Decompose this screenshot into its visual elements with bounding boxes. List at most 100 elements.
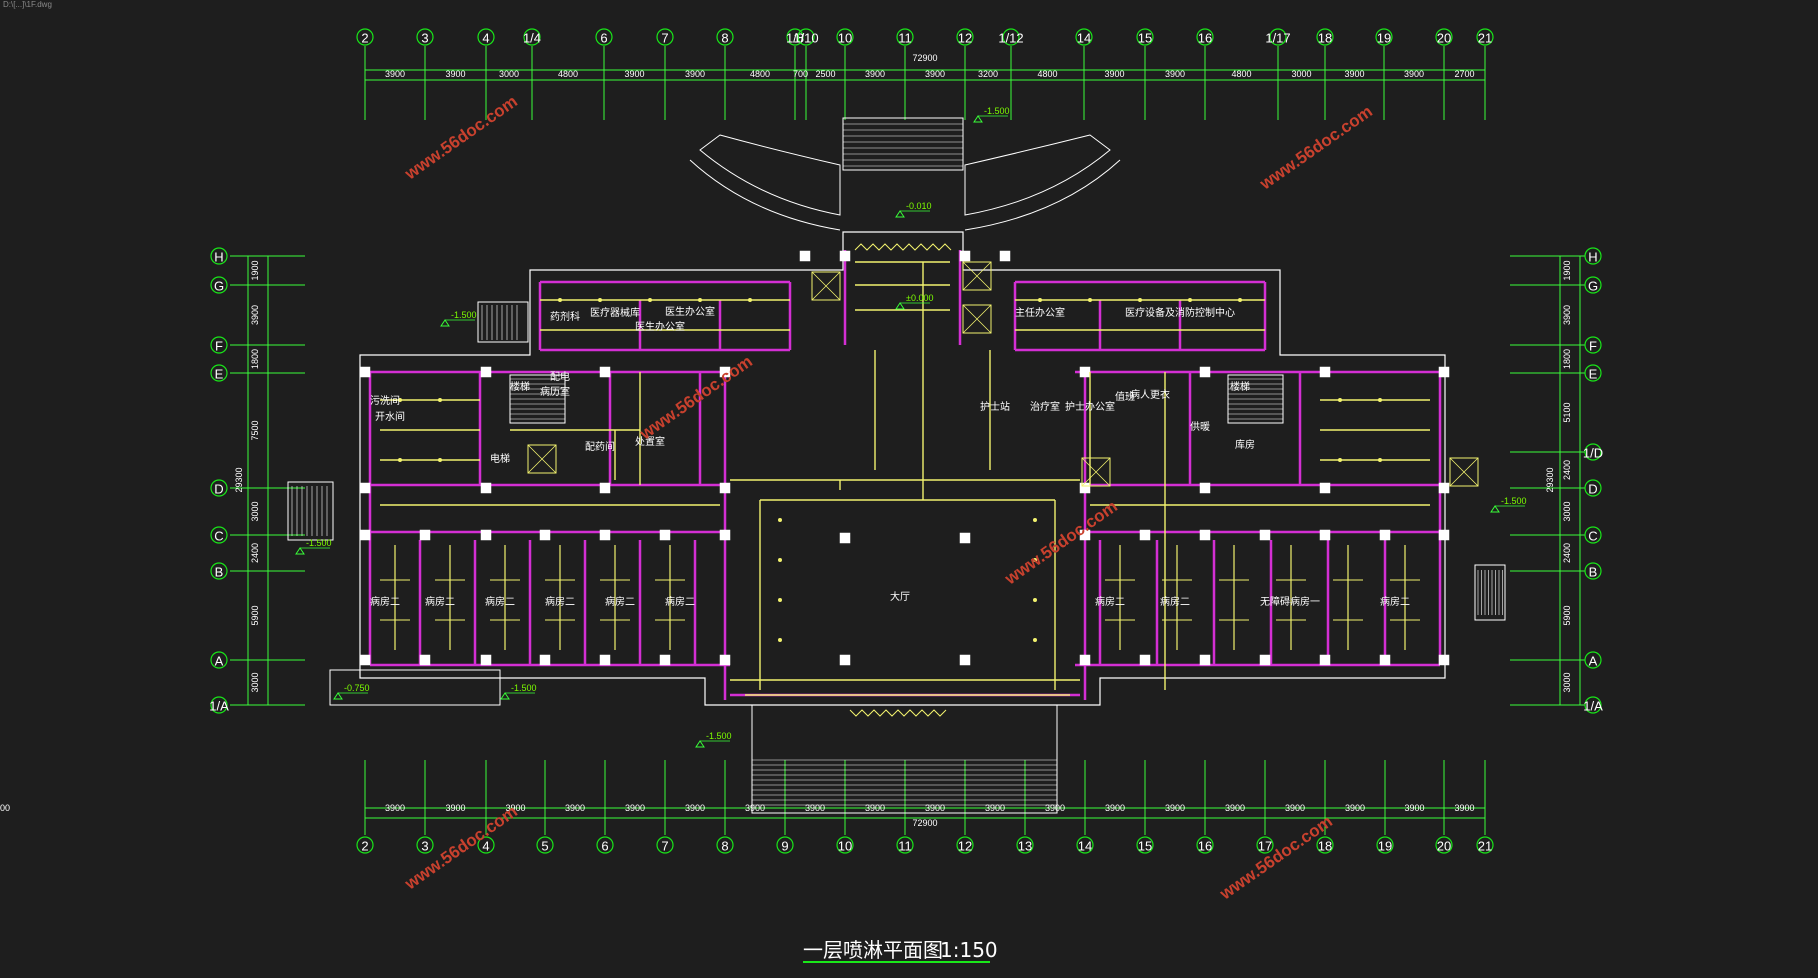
window-zigzag-north [854,243,952,251]
building-outline [359,231,1446,706]
grid-label-top: 6 [600,31,607,46]
room-label: 处置室 [635,435,665,448]
grid-bubble [656,28,674,46]
dim-top: 4800 [558,69,578,79]
file-path-tag: D:\[...]\1F.dwg [3,0,52,9]
column [1319,654,1331,666]
column [839,654,851,666]
grid-bubble [1584,651,1602,669]
canopy-left [699,134,841,216]
grid-bubble [536,836,554,854]
elevator-x [962,304,992,334]
grid-bubble [210,479,228,497]
grid-bubble [1136,28,1154,46]
grid-bubble [596,836,614,854]
dim-left: 2400 [250,543,260,563]
level-value: -1.500 [451,310,477,320]
column [359,482,371,494]
grid-label-top: 2 [361,31,368,46]
room-label: 值班 [1115,390,1135,403]
elevator-x [811,271,841,301]
elevator-x [1081,457,1111,487]
exterior-wall [359,231,1446,706]
drawing-title: 一层喷淋平面图 [803,938,943,962]
room-label: 医生办公室 [665,305,715,318]
elevator-x [527,444,557,474]
column [1438,654,1450,666]
grid-bubble [956,836,974,854]
canopy-right-edge [964,159,1121,231]
column [359,529,371,541]
dim-right: 2400 [1562,543,1572,563]
column [959,654,971,666]
sprinkler-head [1138,298,1142,302]
sprinkler-head [1038,298,1042,302]
sprinkler-head [778,518,782,522]
sprinkler-head [398,398,402,402]
grid-label-left: G [214,279,224,294]
sprinkler-head [1378,458,1382,462]
sprinkler-pipes [380,261,1430,696]
room-label: 护士办公室 [1065,400,1115,413]
column [1199,654,1211,666]
level-markers: -1.500-0.010±0.000-1.500-1.500-1.500-0.7… [295,106,1527,748]
level-value: -1.500 [1501,496,1527,506]
grid-label-left: C [214,529,223,544]
grid-bubble [716,28,734,46]
grid-bubble [1376,836,1394,854]
room-label: 病房二 [485,595,515,608]
column [480,482,492,494]
sw-terrace [329,669,501,706]
sprinkler-head [1338,458,1342,462]
grid-label-right: A [1589,654,1598,669]
grid-bubble [1584,276,1602,294]
column [1139,529,1151,541]
grid-bubble [210,526,228,544]
grid-bubble [1136,836,1154,854]
grid-label-top: 14 [1077,31,1091,46]
level-triangle [333,692,343,700]
dim-top: 4800 [1037,69,1057,79]
level-triangle [895,210,905,218]
column [1438,482,1450,494]
dim-left: 3000 [250,501,260,521]
grid-bubble [1584,696,1602,714]
grid-bubble [523,28,541,46]
dim-left: 3900 [250,305,260,325]
grid-label-top: 21 [1478,31,1492,46]
room-label: 楼梯 [510,380,530,393]
dim-bottom: 3900 [985,803,1005,813]
grid-label-bottom: 16 [1198,839,1212,854]
sprinkler-head [1378,398,1382,402]
room-label: 污洗间 [370,394,400,407]
dim-bottom: 2700 [0,803,10,813]
level-value: -1.500 [306,538,332,548]
room-label: 无障碍病房一 [1260,595,1320,608]
entrance-structures [287,117,1506,814]
grid-bubble [1435,836,1453,854]
column [419,654,431,666]
dim-bottom: 3900 [1225,803,1245,813]
dim-right: 1900 [1562,260,1572,280]
grid-label-bottom: 20 [1437,839,1451,854]
sprinkler-heads [398,298,1382,642]
grid-bubble [896,836,914,854]
room-label: 医疗器械库 [590,306,640,319]
elevator-car [1449,457,1479,487]
dim-right: 1800 [1562,349,1572,369]
room-label: 病房二 [545,595,575,608]
overall-dim-right: 29300 [1545,467,1555,492]
grid-bubble [1584,479,1602,497]
grid-bubble [1196,28,1214,46]
dim-top: 3900 [925,69,945,79]
overall-dim-top: 72900 [912,53,937,63]
grid-bubble [1196,836,1214,854]
north-steps [842,117,964,171]
grid-bubble [1016,836,1034,854]
column [1079,529,1091,541]
grid-bubble [1316,28,1334,46]
